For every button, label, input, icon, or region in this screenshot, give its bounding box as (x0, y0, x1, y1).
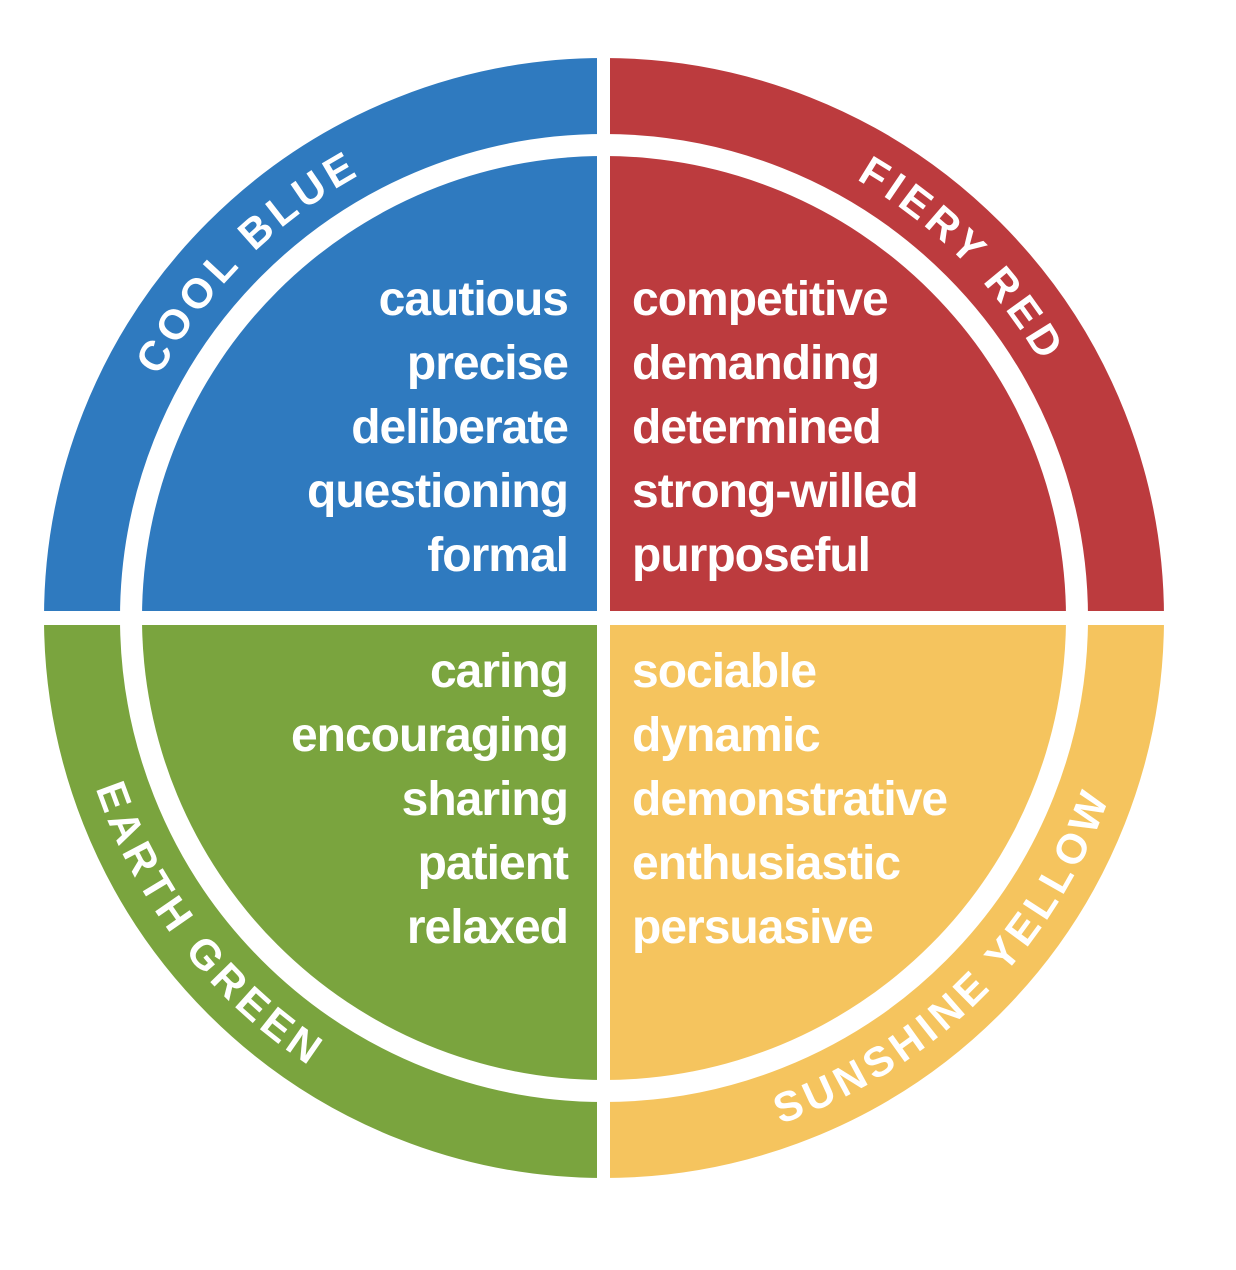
cool-blue-quadrant-wedge (142, 156, 604, 618)
fiery-red-quadrant-wedge (604, 156, 1066, 618)
sunshine-yellow-trait-list: sociable dynamic demonstrative enthusias… (632, 640, 948, 960)
trait-word: purposeful (632, 529, 871, 582)
earth-green-trait-list: caring encouraging sharing patient relax… (290, 640, 569, 960)
trait-word: precise (406, 337, 569, 390)
trait-word: competitive (632, 273, 889, 326)
trait-word: questioning (307, 465, 569, 518)
earth-green-ring-arc (44, 617, 605, 1178)
trait-word: demonstrative (632, 773, 948, 826)
trait-word: determined (632, 401, 882, 454)
cool-blue-trait-list: cautious precise deliberate questioning … (307, 268, 569, 588)
trait-word: formal (427, 529, 569, 582)
earth-green-quadrant-wedge (142, 618, 604, 1080)
quadrant-divider-horizontal (34, 611, 1202, 625)
trait-word: caring (429, 645, 569, 698)
sunshine-yellow-quadrant-wedge (604, 618, 1066, 1080)
trait-word: sociable (632, 645, 817, 698)
sunshine-yellow-ring-arc (603, 617, 1164, 1178)
quadrant-divider-vertical (597, 48, 610, 1238)
trait-word: relaxed (406, 901, 569, 954)
trait-word: strong-willed (632, 465, 919, 518)
fiery-red-trait-list: competitive demanding determined strong-… (632, 268, 919, 588)
trait-word: persuasive (632, 901, 874, 954)
trait-word: patient (417, 837, 569, 890)
trait-word: deliberate (351, 401, 569, 454)
trait-word: encouraging (290, 709, 569, 762)
trait-word: cautious (378, 273, 569, 326)
trait-word: sharing (401, 773, 569, 826)
trait-word: demanding (632, 337, 880, 390)
trait-word: dynamic (632, 709, 821, 762)
trait-word: enthusiastic (632, 837, 901, 890)
cool-blue-ring-arc (44, 58, 605, 619)
fiery-red-ring-arc (603, 58, 1164, 619)
